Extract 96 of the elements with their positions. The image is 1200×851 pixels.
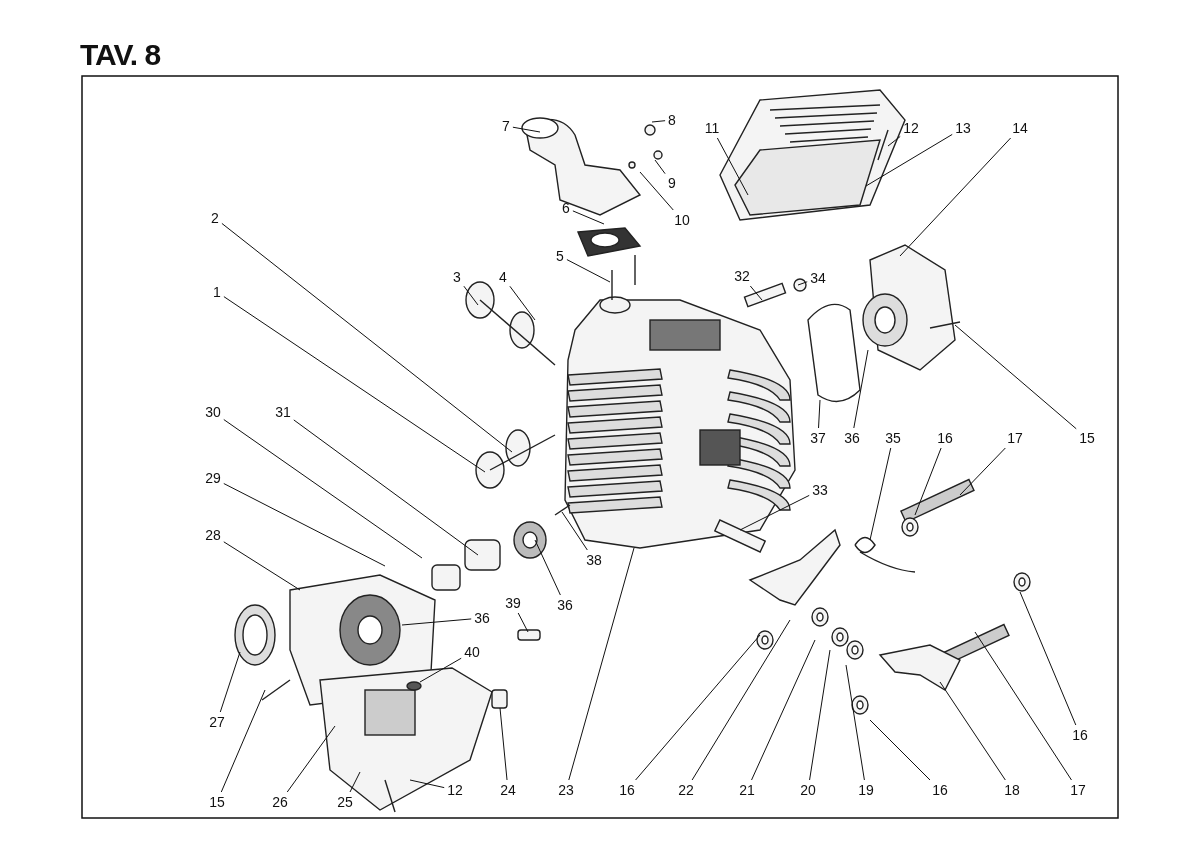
leader-line [566,259,611,283]
leader-line [739,494,810,531]
callout-number: 32 [733,268,751,284]
callout-number: 16 [936,430,954,446]
callout-number: 31 [274,404,292,420]
leader-line [974,631,1072,781]
leader-line [223,541,301,591]
leader-line [865,133,953,187]
leader-line [223,483,386,567]
leader-line [845,664,865,781]
callout-number: 28 [204,527,222,543]
callout-number: 36 [843,430,861,446]
callout-number: 20 [799,782,817,798]
callout-number: 12 [902,120,920,136]
callout-number: 29 [204,470,222,486]
leader-line [409,779,445,789]
leader-line [349,771,361,793]
callout-number: 39 [504,595,522,611]
callout-number: 26 [271,794,289,810]
leader-line [853,349,869,429]
leader-line [914,447,942,516]
callout-number: 35 [884,430,902,446]
leader-line [534,539,561,596]
leader-line [899,137,1012,257]
leader-line [401,618,472,626]
leader-line [293,419,479,556]
callout-number: 10 [673,212,691,228]
callout-number: 23 [557,782,575,798]
callout-number: 36 [473,610,491,626]
callout-number: 5 [555,248,565,264]
leader-line [517,612,529,633]
leader-line [1019,591,1077,726]
callout-number: 33 [811,482,829,498]
callout-number: 11 [703,120,721,136]
leader-line [499,707,508,781]
leader-line [797,281,808,286]
leader-line [959,447,1006,496]
callout-number: 16 [931,782,949,798]
callout-number: 6 [561,200,571,216]
callout-number: 4 [498,269,508,285]
leader-line [220,689,266,793]
callout-number: 1 [212,284,222,300]
leader-line [219,651,241,713]
callout-number: 15 [208,794,226,810]
leader-line [651,120,666,123]
callout-number: 30 [204,404,222,420]
callout-number: 16 [618,782,636,798]
leader-line [509,285,536,321]
leader-line [223,419,423,559]
callout-number: 18 [1003,782,1021,798]
leader-line [635,634,761,781]
leader-line [512,126,541,133]
callout-number: 25 [336,794,354,810]
plate-title: TAV. 8 [80,38,161,72]
callout-number: 8 [667,112,677,128]
callout-number: 40 [463,644,481,660]
leader-line [954,324,1077,430]
callout-number: 17 [1069,782,1087,798]
callout-number: 12 [446,782,464,798]
leader-line [419,657,462,683]
leader-line [568,547,635,781]
leader-line [809,649,831,781]
callout-number: 3 [452,269,462,285]
leader-line [869,719,931,781]
leader-line [639,171,674,211]
callout-number: 14 [1011,120,1029,136]
callout-number: 38 [585,552,603,568]
leader-line [869,447,892,541]
callout-number: 15 [1078,430,1096,446]
callout-number: 2 [210,210,220,226]
callout-number: 9 [667,175,677,191]
callout-number: 36 [556,597,574,613]
leader-line [654,159,666,175]
leader-line [223,296,486,473]
leader-line [691,619,791,781]
callout-number: 24 [499,782,517,798]
callout-number: 19 [857,782,875,798]
leader-line [818,399,821,429]
leader-line [751,639,816,781]
leader-line [286,725,336,793]
leader-line [561,511,588,551]
callout-number: 37 [809,430,827,446]
callout-number: 22 [677,782,695,798]
leader-line [749,285,763,301]
callout-number: 7 [501,118,511,134]
leader-line [887,135,901,147]
callout-number: 16 [1071,727,1089,743]
callout-number: 13 [954,120,972,136]
callout-number: 17 [1006,430,1024,446]
leader-line [463,285,479,306]
leader-line [716,137,749,196]
callout-number: 34 [809,270,827,286]
leader-line [939,681,1006,781]
callout-number: 27 [208,714,226,730]
callout-number: 21 [738,782,756,798]
leader-line [221,222,513,453]
